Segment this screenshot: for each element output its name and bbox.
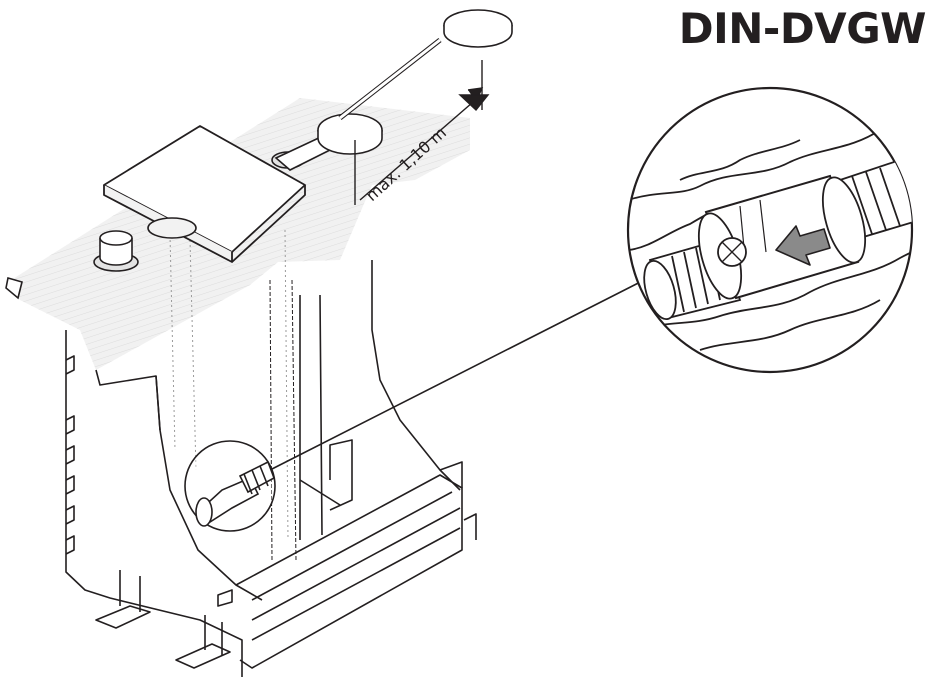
detail-magnifier	[626, 86, 914, 374]
tub-carcass	[65, 260, 477, 677]
overhead-shower-icon	[103, 125, 306, 263]
height-dimension	[354, 60, 490, 205]
fitting-callout	[184, 271, 661, 532]
flow-arrow-icon	[775, 225, 831, 266]
hand-shower-icon	[271, 9, 513, 171]
guide-lines	[169, 229, 297, 561]
mixer-knob-icon	[93, 230, 139, 272]
din-dvgw-label: DIN-DVGW	[678, 4, 927, 53]
